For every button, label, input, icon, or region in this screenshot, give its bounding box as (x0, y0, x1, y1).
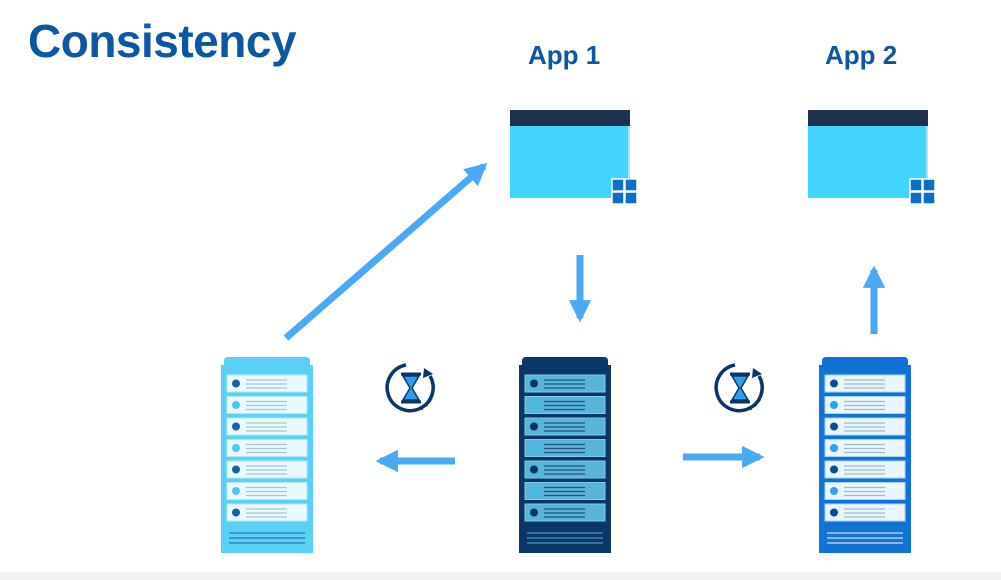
server-slot (226, 417, 308, 436)
server-middle-icon (519, 357, 611, 553)
hourglass-timer-icon-right (714, 363, 764, 413)
server-slot (824, 417, 906, 436)
server-slot (226, 482, 308, 500)
page-title: Consistency (28, 15, 297, 67)
app2-label: App 2 (825, 40, 898, 70)
server-slot (524, 417, 606, 436)
server-slot (226, 396, 308, 414)
windows-logo-icon (611, 178, 638, 205)
app1-window-icon (510, 110, 638, 205)
server-slot (824, 503, 906, 522)
server-left-icon (221, 357, 313, 553)
server-slot (524, 460, 606, 479)
app2-window-icon (808, 110, 936, 205)
app1-label: App 1 (528, 40, 601, 70)
bottom-bar (0, 572, 1001, 580)
server-slot (226, 374, 308, 393)
server-slot (226, 460, 308, 479)
server-slot (824, 396, 906, 414)
server-slot (524, 482, 606, 500)
server-slot (824, 482, 906, 500)
server-right-icon (819, 357, 911, 553)
server-slot (824, 374, 906, 393)
hourglass-timer-icon-left (385, 363, 435, 413)
server-slot (226, 439, 308, 457)
server-slot (524, 439, 606, 457)
server-slot (524, 396, 606, 414)
server-slot (824, 460, 906, 479)
server-slot (524, 374, 606, 393)
server-slot (824, 439, 906, 457)
windows-logo-icon (909, 178, 936, 205)
arrow-to-app1-icon (283, 163, 488, 341)
server-slot (524, 503, 606, 522)
server-slot (226, 503, 308, 522)
